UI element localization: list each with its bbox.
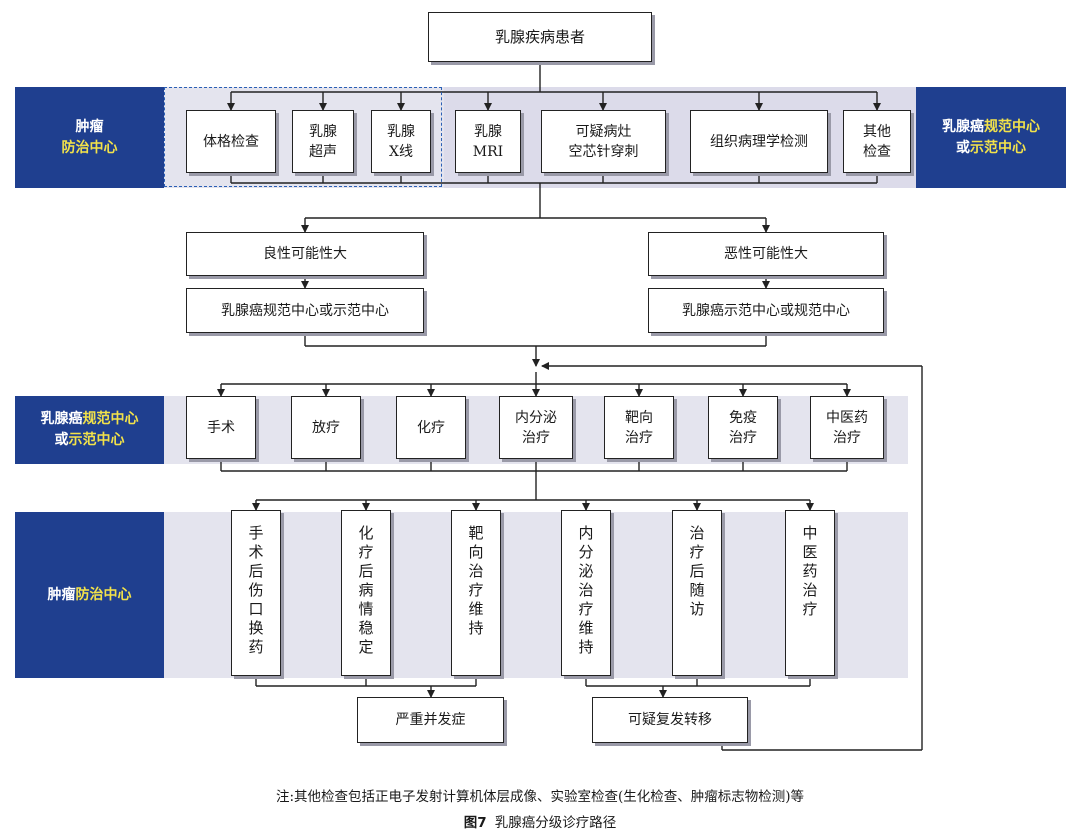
breast-ultrasound-box: 乳腺 超声 [292, 110, 354, 173]
suspected-recurrence-label: 可疑复发转移 [628, 712, 712, 728]
row1-right-label-part2: 规范中心 [984, 118, 1040, 135]
row3-label-part1: 乳腺癌 [40, 411, 83, 427]
row3-label-part2: 规范中心 [82, 411, 139, 427]
endocrine-therapy-box: 内分泌 治疗 [499, 396, 573, 459]
other-exams-line2: 检查 [863, 143, 891, 160]
row1-right-label-part3: 或 [956, 139, 970, 156]
surgery-label: 手术 [207, 419, 235, 436]
malignant-center-box: 乳腺癌示范中心或规范中心 [648, 288, 884, 333]
wound-care-label: 手术后伤口换药 [246, 525, 265, 658]
row1-left-label-line1: 肿瘤 [75, 118, 104, 135]
endocrine-maintenance-label: 内分泌治疗维持 [576, 525, 595, 658]
core-needle-biopsy-line2: 空芯针穿刺 [568, 143, 639, 160]
targeted-maintenance-box: 靶向治疗维持 [451, 510, 501, 676]
core-needle-biopsy-line1: 可疑病灶 [575, 123, 632, 140]
post-chemo-stable-label: 化疗后病情稳定 [356, 525, 375, 658]
dashed-group-outline [164, 87, 442, 187]
tcm-treatment-label: 中医药治疗 [800, 525, 819, 620]
figure-number: 图7 [463, 815, 487, 831]
immunotherapy-line1: 免疫 [729, 409, 757, 426]
row1-left-label-line2: 防治中心 [61, 139, 118, 156]
breast-xray-line2: X线 [389, 143, 413, 160]
tcm-therapy-line2: 治疗 [833, 429, 861, 446]
row1-left-label: 肿瘤 防治中心 [15, 87, 164, 188]
histopathology-box: 组织病理学检测 [690, 110, 828, 173]
breast-xray-box: 乳腺 X线 [371, 110, 431, 173]
endocrine-therapy-line1: 内分泌 [515, 409, 557, 426]
row4-label-part2: 防治中心 [75, 586, 132, 603]
row4-left-label: 肿瘤防治中心 [15, 512, 164, 678]
serious-complication-box: 严重并发症 [357, 697, 504, 743]
row4-band [164, 512, 908, 678]
figure-caption: 图7 乳腺癌分级诊疗路径 [0, 811, 1080, 831]
breast-xray-line1: 乳腺 [387, 123, 415, 140]
row1-right-label: 乳腺癌规范中心 或示范中心 [916, 87, 1066, 188]
tcm-treatment-box: 中医药治疗 [785, 510, 835, 676]
serious-complication-label: 严重并发症 [395, 712, 466, 728]
physical-exam-label: 体格检查 [203, 133, 259, 150]
benign-center-box: 乳腺癌规范中心或示范中心 [186, 288, 424, 333]
targeted-therapy-line1: 靶向 [625, 409, 653, 426]
targeted-therapy-line2: 治疗 [625, 429, 653, 446]
other-exams-box: 其他 检查 [843, 110, 911, 173]
patient-box: 乳腺疾病患者 [428, 12, 652, 62]
benign-likely-box: 良性可能性大 [186, 232, 424, 276]
physical-exam-box: 体格检查 [186, 110, 276, 173]
endocrine-therapy-line2: 治疗 [522, 429, 550, 446]
endocrine-maintenance-box: 内分泌治疗维持 [561, 510, 611, 676]
malignant-likely-box: 恶性可能性大 [648, 232, 884, 276]
row3-left-label: 乳腺癌规范中心 或示范中心 [15, 396, 164, 464]
followup-box: 治疗后随访 [672, 510, 722, 676]
row3-label-part4: 示范中心 [68, 432, 125, 448]
chemotherapy-label: 化疗 [417, 419, 445, 436]
figure-title: 乳腺癌分级诊疗路径 [494, 815, 617, 831]
radiotherapy-box: 放疗 [291, 396, 361, 459]
breast-mri-line1: 乳腺 [474, 123, 502, 140]
targeted-maintenance-label: 靶向治疗维持 [466, 525, 485, 639]
chemotherapy-box: 化疗 [396, 396, 466, 459]
malignant-likely-label: 恶性可能性大 [724, 246, 808, 262]
breast-ultrasound-line2: 超声 [309, 143, 337, 160]
suspected-recurrence-box: 可疑复发转移 [592, 697, 748, 743]
radiotherapy-label: 放疗 [312, 419, 340, 436]
immunotherapy-box: 免疫 治疗 [708, 396, 778, 459]
row1-right-label-part1: 乳腺癌 [942, 118, 984, 135]
wound-care-box: 手术后伤口换药 [231, 510, 281, 676]
followup-label: 治疗后随访 [687, 525, 706, 620]
row1-right-label-part4: 示范中心 [970, 139, 1026, 156]
patient-label: 乳腺疾病患者 [494, 28, 585, 46]
other-exams-line1: 其他 [863, 123, 891, 140]
row4-label-part1: 肿瘤 [47, 586, 76, 603]
tcm-therapy-line1: 中医药 [826, 409, 868, 426]
benign-center-label: 乳腺癌规范中心或示范中心 [221, 302, 389, 319]
histopathology-label: 组织病理学检测 [710, 133, 808, 150]
breast-mri-line2: MRI [472, 143, 504, 160]
targeted-therapy-box: 靶向 治疗 [604, 396, 674, 459]
footnote: 注:其他检查包括正电子发射计算机体层成像、实验室检查(生化检查、肿瘤标志物检测)… [275, 789, 805, 805]
row1-band-right [444, 87, 916, 188]
immunotherapy-line2: 治疗 [729, 429, 757, 446]
post-chemo-stable-box: 化疗后病情稳定 [341, 510, 391, 676]
benign-likely-label: 良性可能性大 [263, 246, 347, 262]
malignant-center-label: 乳腺癌示范中心或规范中心 [682, 302, 850, 319]
surgery-box: 手术 [186, 396, 256, 459]
core-needle-biopsy-box: 可疑病灶 空芯针穿刺 [541, 110, 666, 173]
breast-ultrasound-line1: 乳腺 [309, 123, 337, 140]
tcm-therapy-box: 中医药 治疗 [810, 396, 884, 459]
row3-label-part3: 或 [54, 432, 69, 448]
breast-mri-box: 乳腺 MRI [455, 110, 521, 173]
